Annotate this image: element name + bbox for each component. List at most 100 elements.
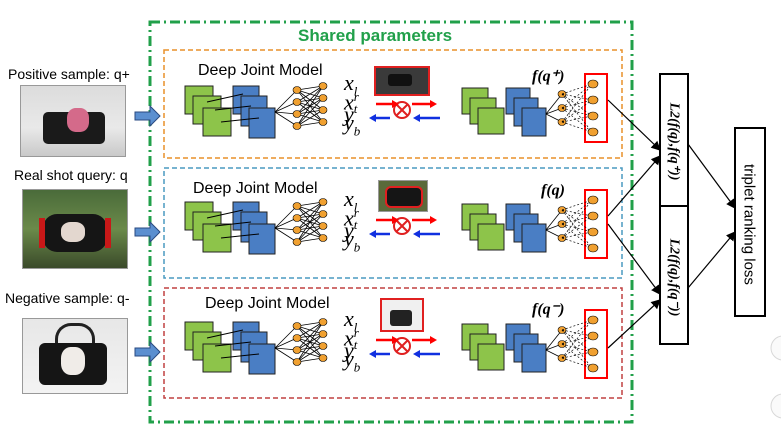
negative-fc-edge (274, 325, 298, 349)
triplet-loss-box (734, 127, 766, 317)
box-variable-subscript: t (353, 217, 358, 232)
arrow-l2pos-to-triplet (687, 143, 736, 209)
negative-feature-edge (561, 319, 593, 331)
query-feature-node (587, 227, 599, 237)
box-variable-query: yt (344, 217, 358, 243)
query-fc-node (318, 210, 328, 218)
shared-parameters-title: Shared parameters (298, 26, 453, 45)
query-fc-edge (296, 201, 324, 231)
arrow-negative-to-l2 (607, 299, 661, 349)
query-conv-layer (202, 223, 232, 253)
query-pool-layer (248, 223, 276, 255)
query-model-box (163, 167, 623, 279)
box-variable-negative: xl (344, 306, 358, 335)
positive-pool-layer (248, 107, 276, 139)
query-fc-edge (296, 237, 324, 243)
box-variable-subscript: l (353, 83, 358, 99)
positive-conv-layer (202, 107, 232, 137)
box-variable-subscript: r (353, 205, 359, 220)
positive-feature-node (587, 111, 599, 121)
box-variable-subscript: b (353, 239, 361, 255)
positive-fc-edge (296, 109, 324, 127)
negative-feature-edge (561, 329, 593, 369)
query-feature-edge (561, 215, 593, 225)
box-variable-positive: xr (344, 89, 359, 115)
positive-fc-edge (296, 85, 324, 91)
box-variable-positive: xl (344, 70, 358, 99)
arrow-positive-to-l2 (607, 99, 661, 151)
query-feature-edge (561, 231, 593, 239)
negative-model-box (163, 287, 623, 399)
query-feature-edge (561, 209, 593, 217)
positive-feature-edge (561, 83, 593, 109)
scroll-button-icon (770, 335, 781, 361)
triplet-ranking-loss-label: triplet ranking loss (740, 164, 758, 285)
query-fc-node (318, 234, 328, 242)
query-fc-node (292, 226, 302, 234)
positive-feature-edge (561, 93, 593, 117)
deep-joint-model-title-negative: Deep Joint Model (205, 295, 330, 312)
positive-feature-edge (561, 115, 593, 123)
query-feature-edge (561, 199, 593, 211)
positive-model-box (163, 49, 623, 159)
negative-feature-edge (561, 343, 593, 353)
query-feature-edge (561, 209, 593, 249)
deep-joint-model-title-positive: Deep Joint Model (198, 62, 323, 79)
query-feature-node (587, 243, 599, 253)
negative-pool-layer-r (521, 343, 547, 373)
negative-feature-node (587, 363, 599, 373)
positive-otimes-stroke (395, 103, 409, 117)
negative-fc-node (318, 354, 328, 362)
positive-blue-arrow-left-head (369, 114, 376, 122)
query-red-arrow-in-head (392, 216, 399, 224)
negative-fc-edge (296, 321, 324, 363)
l2-loss-positive-label: L2(f(q),f(q⁺)) (666, 102, 682, 181)
query-fc-node (318, 222, 328, 230)
negative-fc-edge (296, 333, 324, 363)
negative-feature-edge (561, 343, 593, 369)
positive-fc-node (292, 110, 302, 118)
positive-feature-edge (561, 83, 593, 123)
query-feature-edge (561, 223, 593, 233)
scroll-button-icon (770, 393, 781, 419)
positive-layer-link (214, 105, 252, 111)
negative-feature-edge (561, 329, 593, 337)
positive-row (134, 49, 623, 159)
negative-feature-edge (561, 351, 593, 359)
negative-fc-node (292, 358, 302, 366)
positive-fc-edge (296, 121, 324, 127)
positive-sample-label: Positive sample: q+ (8, 66, 130, 82)
positive-feature-node (587, 127, 599, 137)
query-input-arrow (134, 220, 161, 244)
negative-fc-edge (296, 321, 324, 351)
negative-red-arrow-out-head (430, 336, 437, 344)
negative-layer-link (206, 329, 244, 339)
positive-feature-edge (561, 107, 593, 133)
positive-fc-node (318, 82, 328, 90)
negative-layer-link (214, 341, 252, 347)
box-variable-positive: yt (344, 101, 358, 127)
negative-fc-edge (296, 321, 324, 339)
positive-box-thumbnail (374, 66, 430, 96)
box-variable-negative: yt (344, 337, 358, 363)
box-variable-query: xl (344, 186, 358, 215)
positive-feature-box (584, 73, 608, 143)
negative-fc-node (318, 342, 328, 350)
positive-fc-edge (296, 85, 324, 115)
query-fc-edge (296, 201, 324, 219)
query-fc-edge (296, 201, 324, 243)
negative-fc-node (292, 334, 302, 342)
negative-row (134, 287, 623, 399)
query-fc-node (292, 202, 302, 210)
query-fc-edge (296, 213, 324, 243)
query-fc-edge-r (545, 209, 563, 231)
negative-fc-node (318, 318, 328, 326)
box-variable-query: xr (344, 205, 359, 231)
negative-sample-label: Negative sample: q- (5, 290, 130, 306)
negative-feature-edge (561, 319, 593, 345)
l2-loss-negative-label: L2(f(q),f(q⁻)) (666, 238, 682, 317)
negative-feature-node (587, 347, 599, 357)
query-row (134, 167, 623, 279)
